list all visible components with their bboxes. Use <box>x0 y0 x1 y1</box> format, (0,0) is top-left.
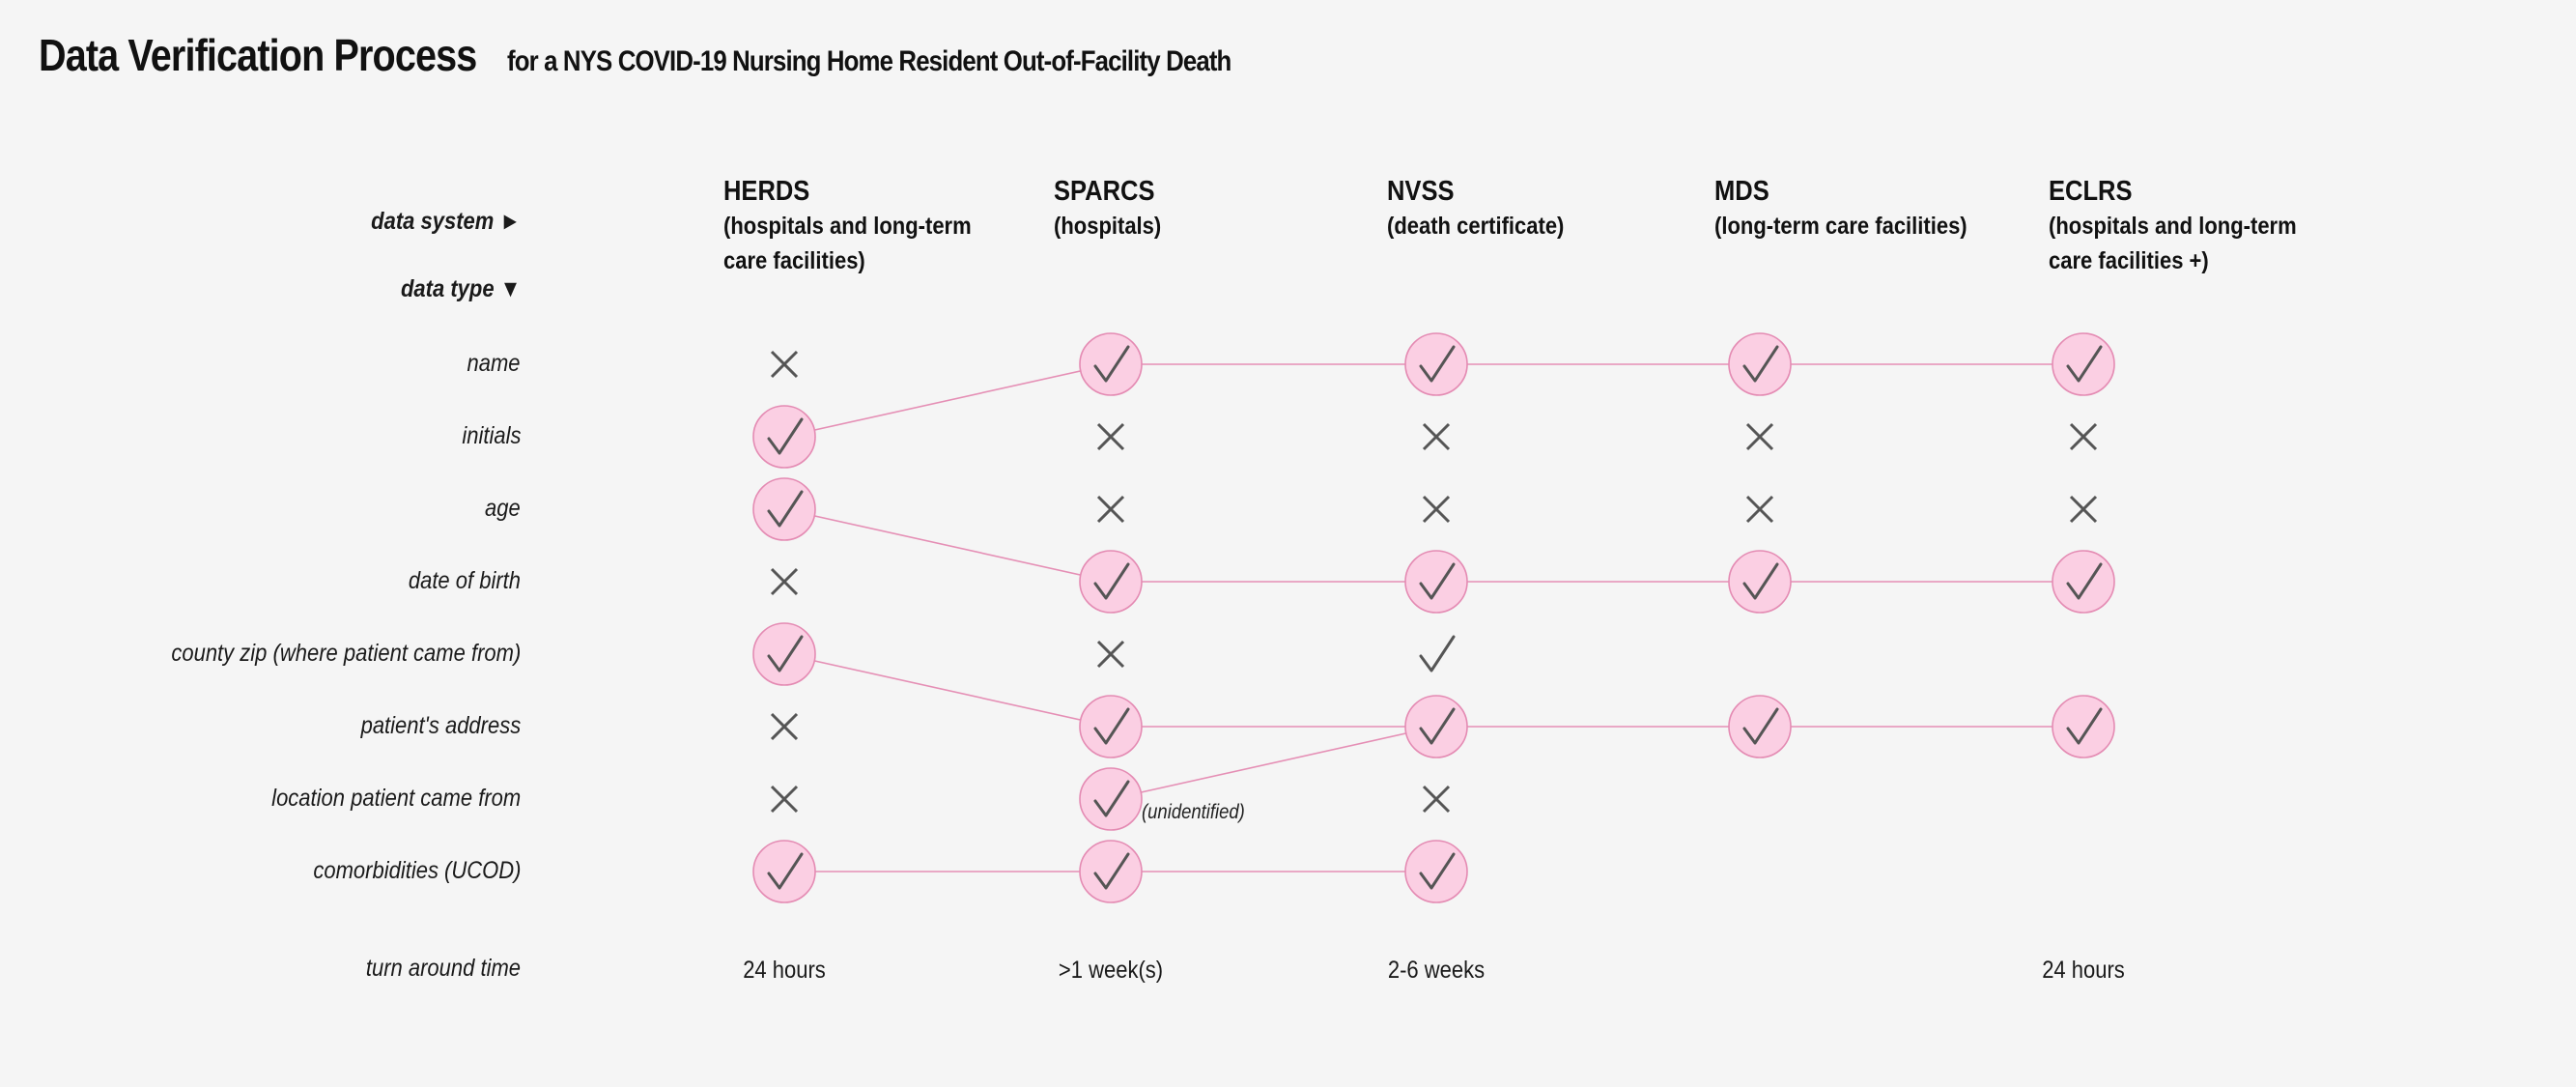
verified-check-icon <box>1079 332 1143 396</box>
system-name: HERDS <box>723 176 810 207</box>
system-header-mds: MDS (long-term care facilities) <box>1714 174 1987 243</box>
not-available-icon <box>1422 495 1451 524</box>
verified-check-icon <box>1079 550 1143 614</box>
link-lines <box>783 363 2083 872</box>
verified-check-icon <box>1079 695 1143 758</box>
not-available-icon <box>770 712 799 741</box>
row-label: location patient came from <box>270 785 521 812</box>
system-description: (hospitals) <box>1054 213 1162 240</box>
not-available-icon <box>770 785 799 814</box>
verified-check-icon <box>1079 767 1143 831</box>
link-line <box>1110 726 1437 800</box>
row-label: age <box>485 495 521 522</box>
system-description: (long-term care facilities) <box>1714 213 1967 240</box>
row-label: date of birth <box>408 567 521 594</box>
not-available-icon <box>770 350 799 379</box>
not-available-icon <box>1096 422 1125 451</box>
not-available-icon <box>2069 495 2098 524</box>
system-header-sparcs: SPARCS (hospitals) <box>1054 174 1326 243</box>
page-title: Data Verification Process for a NYS COVI… <box>39 29 1348 81</box>
system-header-nvss: NVSS (death certificate) <box>1387 174 1659 243</box>
verified-check-icon <box>2052 695 2115 758</box>
not-available-icon <box>770 567 799 596</box>
row-label: patient's address <box>360 712 521 739</box>
verified-check-icon <box>1404 550 1468 614</box>
system-description: (death certificate) <box>1387 213 1565 240</box>
title-main: Data Verification Process <box>39 30 477 80</box>
verified-check-icon <box>1728 332 1792 396</box>
verified-check-icon <box>752 840 816 903</box>
turnaround-value: >1 week(s) <box>1058 957 1164 984</box>
not-available-icon <box>1422 785 1451 814</box>
system-description: (hospitals and long-term care facilities… <box>2049 213 2297 274</box>
row-label: name <box>467 350 521 377</box>
system-name: SPARCS <box>1054 176 1155 207</box>
turnaround-value: 24 hours <box>2042 957 2125 984</box>
row-label: comorbidities (UCOD) <box>312 857 521 884</box>
verified-check-icon <box>752 622 816 686</box>
verified-check-icon <box>1404 840 1468 903</box>
verified-check-icon <box>752 477 816 541</box>
link-line <box>783 653 1112 728</box>
system-name: NVSS <box>1387 176 1455 207</box>
system-header-herds: HERDS (hospitals and long-term care facil… <box>723 174 996 278</box>
verified-check-icon <box>2052 332 2115 396</box>
row-label: initials <box>461 422 521 449</box>
link-line <box>783 363 1112 438</box>
not-available-icon <box>1745 495 1774 524</box>
system-name: ECLRS <box>2049 176 2133 207</box>
verified-check-icon <box>1404 695 1468 758</box>
verified-check-icon <box>1728 550 1792 614</box>
turnaround-value: 2-6 weeks <box>1387 957 1486 984</box>
annotation-note: (unidentified) <box>1142 801 1245 823</box>
data-system-axis-label: data system ► <box>370 208 521 235</box>
not-available-icon <box>1745 422 1774 451</box>
verified-check-icon <box>1079 840 1143 903</box>
system-name: MDS <box>1714 176 1769 207</box>
verified-check-icon <box>1728 695 1792 758</box>
verified-check-icon <box>1404 332 1468 396</box>
verified-check-icon <box>752 405 816 469</box>
link-line <box>783 508 1112 583</box>
turn-around-label: turn around time <box>365 955 521 982</box>
not-available-icon <box>2069 422 2098 451</box>
system-description: (hospitals and long-term care facilities… <box>723 213 972 274</box>
row-label: county zip (where patient came from) <box>171 640 521 667</box>
not-available-icon <box>1422 422 1451 451</box>
not-available-icon <box>1096 640 1125 669</box>
check-icon <box>1419 635 1456 672</box>
verified-check-icon <box>2052 550 2115 614</box>
system-header-eclrs: ECLRS (hospitals and long-term care facil… <box>2049 174 2321 278</box>
turnaround-value: 24 hours <box>743 957 826 984</box>
data-type-axis-label: data type ▼ <box>400 275 521 302</box>
title-subtitle: for a NYS COVID-19 Nursing Home Resident… <box>506 45 1231 77</box>
not-available-icon <box>1096 495 1125 524</box>
